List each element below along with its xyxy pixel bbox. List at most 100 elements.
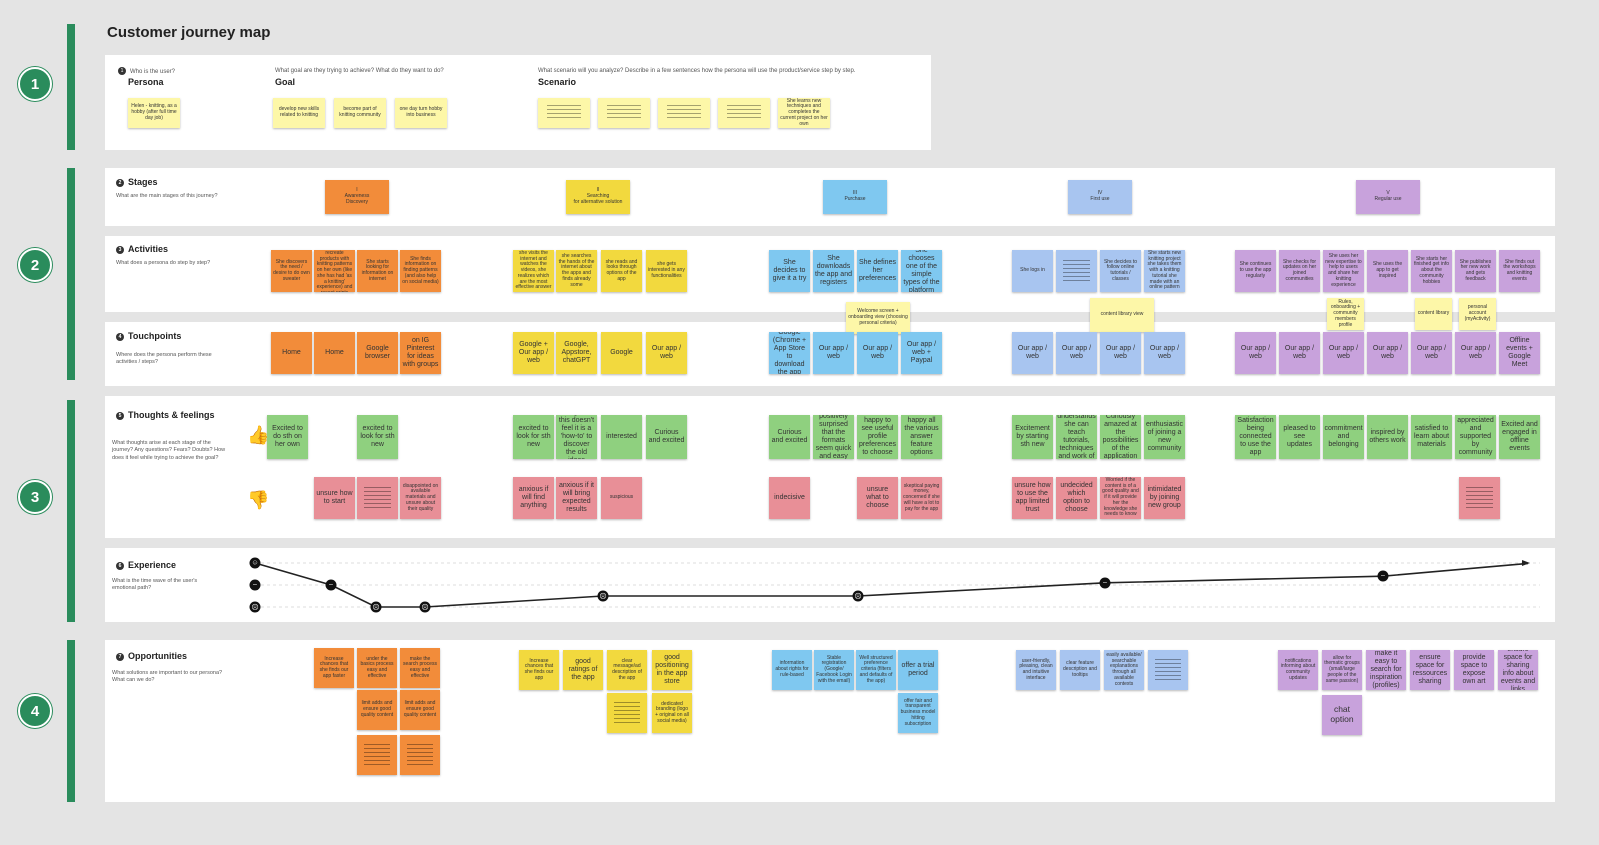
sticky-note[interactable]: content library view <box>1090 298 1154 332</box>
sticky-note[interactable]: Curious and excited <box>646 415 687 459</box>
sticky-note[interactable]: on IG Pinterest for ideas with groups <box>400 332 441 374</box>
sticky-note[interactable]: intimidated by joining new group <box>1144 477 1185 519</box>
sticky-note[interactable]: Our app / web <box>1411 332 1452 374</box>
sticky-note[interactable]: Satisfaction being connected to use the … <box>1235 415 1276 459</box>
sticky-note[interactable] <box>400 735 440 775</box>
sticky-note[interactable] <box>1148 650 1188 690</box>
sticky-note[interactable]: develop new skills related to knitting <box>273 98 325 128</box>
sticky-note[interactable]: Increase chances that she finds our app <box>519 650 559 690</box>
sticky-note[interactable]: interested <box>601 415 642 459</box>
sticky-note[interactable] <box>357 735 397 775</box>
sticky-note[interactable]: suspicious <box>601 477 642 519</box>
sticky-note[interactable]: Excitement by starting sth new <box>1012 415 1053 459</box>
sticky-note[interactable]: Our app / web <box>1056 332 1097 374</box>
sticky-note[interactable] <box>1459 477 1500 519</box>
sticky-note[interactable]: anxious if it will bring expected result… <box>556 477 597 519</box>
sticky-note[interactable]: Worried if the content is of a good qual… <box>1100 477 1141 519</box>
sticky-note[interactable] <box>718 98 770 128</box>
sticky-note[interactable] <box>357 477 398 519</box>
sticky-note[interactable]: Our app / web <box>1012 332 1053 374</box>
sticky-note[interactable]: positively surprised that the formats se… <box>813 415 854 459</box>
sticky-note[interactable]: Our app / web <box>1144 332 1185 374</box>
sticky-note[interactable]: V Regular use <box>1356 180 1420 214</box>
sticky-note[interactable]: satisfied to learn about materials <box>1411 415 1452 459</box>
sticky-note[interactable]: Increase chances that she finds our app … <box>314 648 354 688</box>
sticky-note[interactable] <box>538 98 590 128</box>
sticky-note[interactable]: information about rights for rule-based <box>772 650 812 690</box>
sticky-note[interactable]: unsure how to use the app limited trust <box>1012 477 1053 519</box>
sticky-note[interactable]: Intrigued: this doesn't feel it is a 'ho… <box>556 415 597 459</box>
sticky-note[interactable]: clear feature description and tooltips <box>1060 650 1100 690</box>
sticky-note[interactable]: commitment and belonging <box>1323 415 1364 459</box>
sticky-note[interactable]: Our app / web + Paypal <box>901 332 942 374</box>
sticky-note[interactable]: Helen - knitting, as a hobby (after full… <box>128 98 180 128</box>
sticky-note[interactable]: She starts new knitting project she take… <box>1144 250 1185 292</box>
sticky-note[interactable]: Our app / web <box>1367 332 1408 374</box>
sticky-note[interactable]: unsure how to start <box>314 477 355 519</box>
sticky-note[interactable]: She decides to follow online tutorials /… <box>1100 250 1141 292</box>
sticky-note[interactable] <box>1056 250 1097 292</box>
sticky-note[interactable]: She starts looking for information on in… <box>357 250 398 292</box>
sticky-note[interactable]: she visits the internet and watches the … <box>513 250 554 292</box>
sticky-note[interactable]: She finds information on finding pattern… <box>400 250 441 292</box>
sticky-note[interactable]: limit adds and ensure good quality conte… <box>400 690 440 730</box>
sticky-note[interactable]: Google, Appstore, chatGPT <box>556 332 597 374</box>
sticky-note[interactable]: Home <box>271 332 312 374</box>
sticky-note[interactable]: Our app / web <box>1279 332 1320 374</box>
sticky-note[interactable]: Curious and excited <box>769 415 810 459</box>
sticky-note[interactable]: dedicated branding (logo + original on a… <box>652 693 692 733</box>
sticky-note[interactable]: ensure space for ressources sharing <box>1410 650 1450 690</box>
sticky-note[interactable]: content library <box>1415 298 1452 330</box>
sticky-note[interactable]: appreciated and supported by community <box>1455 415 1496 459</box>
sticky-note[interactable]: under the basics process easy and effect… <box>357 648 397 688</box>
sticky-note[interactable]: Google browser <box>357 332 398 374</box>
sticky-note[interactable]: excited to look for sth new <box>513 415 554 459</box>
sticky-note[interactable]: disappointed on available materials and … <box>400 477 441 519</box>
sticky-note[interactable]: provide space to expose own art <box>1454 650 1494 690</box>
sticky-note[interactable] <box>658 98 710 128</box>
sticky-note[interactable]: She checks for updates on her joined com… <box>1279 250 1320 292</box>
sticky-note[interactable]: she reads and looks through options of t… <box>601 250 642 292</box>
sticky-note[interactable]: She continues to use the app regularly <box>1235 250 1276 292</box>
sticky-note[interactable]: make the search process easy and effecti… <box>400 648 440 688</box>
sticky-note[interactable]: make it easy to search for inspiration (… <box>1366 650 1406 690</box>
sticky-note[interactable]: Our app / web <box>1235 332 1276 374</box>
sticky-note[interactable]: Stable registration (Google/ Facebook Lo… <box>814 650 854 690</box>
sticky-note[interactable]: personal account (myActivity) <box>1459 298 1496 330</box>
sticky-note[interactable]: ensure space for sharing info about even… <box>1498 650 1538 690</box>
sticky-note[interactable]: excited to look for sth new <box>357 415 398 459</box>
sticky-note[interactable]: II Searching for alternative solution <box>566 180 630 214</box>
sticky-note[interactable]: She uses the app to get inspired <box>1367 250 1408 292</box>
sticky-note[interactable]: unsure what to choose <box>857 477 898 519</box>
sticky-note[interactable]: She discovers the need / desire to do ow… <box>271 250 312 292</box>
sticky-note[interactable]: she gets interested in any functionaliti… <box>646 250 687 292</box>
sticky-note[interactable]: happy to see useful profile preferences … <box>857 415 898 459</box>
sticky-note[interactable]: notifications informing about community … <box>1278 650 1318 690</box>
sticky-note[interactable]: She wants to recreate products with knit… <box>314 250 355 292</box>
sticky-note[interactable]: She publishes her new work and gets feed… <box>1455 250 1496 292</box>
sticky-note[interactable]: She chooses one of the simple types of t… <box>901 250 942 292</box>
sticky-note[interactable]: one day turn hobby into business <box>395 98 447 128</box>
sticky-note[interactable]: She defines her preferences <box>857 250 898 292</box>
sticky-note[interactable]: Offline events + Google Meet <box>1499 332 1540 374</box>
sticky-note[interactable]: Curiously amazed at the possibilities of… <box>1100 415 1141 459</box>
sticky-note[interactable]: Google (Chrome + App Store to download t… <box>769 332 810 374</box>
sticky-note[interactable]: She finds out the workshops and knitting… <box>1499 250 1540 292</box>
sticky-note[interactable]: happy all the various answer feature opt… <box>901 415 942 459</box>
sticky-note[interactable]: Our app / web <box>813 332 854 374</box>
sticky-note[interactable] <box>607 693 647 733</box>
sticky-note[interactable]: She uses her new expertise to help to us… <box>1323 250 1364 292</box>
sticky-note[interactable]: Excited and engaged in offline events <box>1499 415 1540 459</box>
sticky-note[interactable]: III Purchase <box>823 180 887 214</box>
sticky-note[interactable]: She starts her finished get info about t… <box>1411 250 1452 292</box>
sticky-note[interactable] <box>598 98 650 128</box>
sticky-note[interactable]: anxious if will find anything <box>513 477 554 519</box>
sticky-note[interactable]: good ratings of the app <box>563 650 603 690</box>
sticky-note[interactable]: She downloads the app and registers <box>813 250 854 292</box>
sticky-note[interactable]: good positioning in the app store <box>652 650 692 690</box>
sticky-note[interactable]: pleased to see updates <box>1279 415 1320 459</box>
sticky-note[interactable]: undecided which option to choose <box>1056 477 1097 519</box>
sticky-note[interactable]: clear message/ad description of the app <box>607 650 647 690</box>
sticky-note[interactable]: inspired by others work <box>1367 415 1408 459</box>
sticky-note[interactable]: She learns new techniques and completes … <box>778 98 830 128</box>
